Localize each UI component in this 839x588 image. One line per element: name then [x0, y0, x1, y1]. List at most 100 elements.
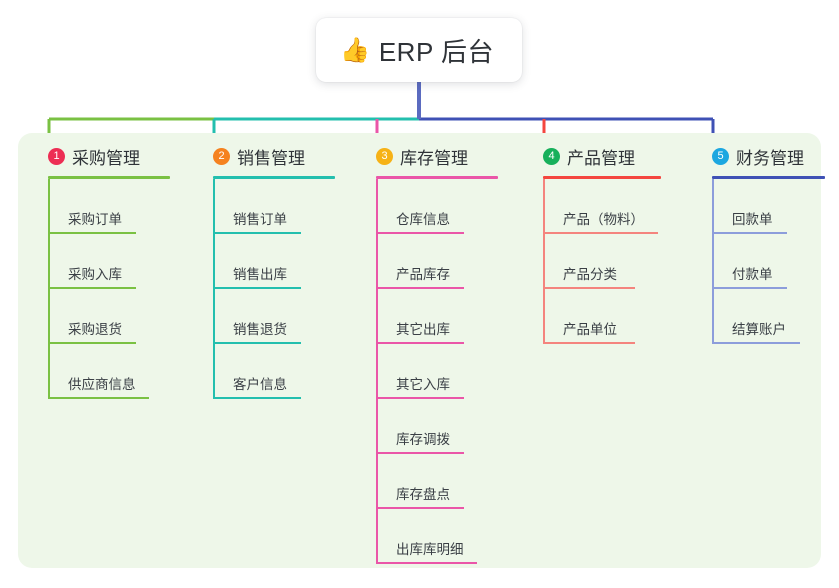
menu-item-label: 回款单 — [732, 212, 773, 227]
menu-item-underline — [213, 287, 301, 289]
menu-item-underline — [712, 342, 800, 344]
menu-item[interactable]: 采购退货 — [30, 289, 170, 344]
column-vertical-rail — [213, 179, 215, 399]
menu-item-label: 销售出库 — [233, 267, 287, 282]
menu-item-underline — [376, 287, 464, 289]
column-header-underline — [376, 176, 498, 179]
column-title: 财务管理 — [736, 148, 804, 168]
menu-item[interactable]: 产品单位 — [525, 289, 661, 344]
column-header-underline — [712, 176, 825, 179]
menu-item[interactable]: 付款单 — [694, 234, 825, 289]
column-number-badge: 5 — [712, 147, 729, 165]
menu-item[interactable]: 采购订单 — [30, 179, 170, 234]
menu-item-underline — [48, 287, 136, 289]
column-header-underline — [213, 176, 335, 179]
column-number-badge: 2 — [213, 147, 230, 165]
menu-item-underline — [48, 397, 149, 399]
menu-item-underline — [48, 342, 136, 344]
column-title: 销售管理 — [237, 148, 305, 168]
menu-item[interactable]: 采购入库 — [30, 234, 170, 289]
menu-item[interactable]: 其它入库 — [358, 344, 498, 399]
modules-panel — [18, 133, 821, 568]
column-title: 产品管理 — [567, 148, 635, 168]
menu-item[interactable]: 销售退货 — [195, 289, 335, 344]
menu-item[interactable]: 出库库明细 — [358, 509, 498, 564]
menu-item[interactable]: 供应商信息 — [30, 344, 170, 399]
column-header[interactable]: 3 库存管理 — [358, 144, 498, 168]
menu-item[interactable]: 回款单 — [694, 179, 825, 234]
column-header-underline — [543, 176, 661, 179]
menu-item[interactable]: 库存盘点 — [358, 454, 498, 509]
menu-item[interactable]: 仓库信息 — [358, 179, 498, 234]
menu-item-underline — [543, 232, 658, 234]
column-number-badge: 3 — [376, 147, 393, 165]
menu-item-underline — [543, 287, 635, 289]
menu-item-label: 采购订单 — [68, 212, 122, 227]
menu-item-underline — [376, 452, 464, 454]
menu-item-underline — [213, 397, 301, 399]
column-title: 采购管理 — [72, 148, 140, 168]
module-column: 4 产品管理产品（物料） 产品分类产品单位 — [525, 144, 661, 344]
column-title: 库存管理 — [400, 148, 468, 168]
menu-item-underline — [48, 232, 136, 234]
column-header[interactable]: 2 销售管理 — [195, 144, 335, 168]
menu-item[interactable]: 结算账户 — [694, 289, 825, 344]
column-item-list: 采购订单采购入库采购退货供应商信息 — [30, 179, 170, 399]
menu-item[interactable]: 销售订单 — [195, 179, 335, 234]
menu-item-label: 仓库信息 — [396, 212, 450, 227]
menu-item[interactable]: 客户信息 — [195, 344, 335, 399]
menu-item-label: 产品库存 — [396, 267, 450, 282]
root-node-title: ERP 后台 — [378, 36, 495, 67]
menu-item[interactable]: 产品库存 — [358, 234, 498, 289]
column-item-list: 产品（物料） 产品分类产品单位 — [525, 179, 661, 344]
menu-item-underline — [543, 342, 635, 344]
menu-item-label: 采购退货 — [68, 322, 122, 337]
menu-item-underline — [712, 232, 787, 234]
menu-item-label: 其它出库 — [396, 322, 450, 337]
menu-item-underline — [376, 562, 477, 564]
menu-item-label: 结算账户 — [732, 322, 786, 337]
column-number-badge: 4 — [543, 147, 560, 165]
column-item-list: 销售订单销售出库销售退货客户信息 — [195, 179, 335, 399]
menu-item-label: 付款单 — [732, 267, 773, 282]
column-vertical-rail — [376, 179, 378, 564]
root-node-card[interactable]: 👍 ERP 后台 — [316, 18, 522, 82]
menu-item[interactable]: 库存调拨 — [358, 399, 498, 454]
menu-item-label: 销售订单 — [233, 212, 287, 227]
menu-item-label: 采购入库 — [68, 267, 122, 282]
menu-item[interactable]: 销售出库 — [195, 234, 335, 289]
menu-item-label: 库存盘点 — [396, 487, 450, 502]
menu-item-underline — [213, 232, 301, 234]
column-item-list: 仓库信息产品库存其它出库其它入库库存调拨库存盘点出库库明细 — [358, 179, 498, 564]
menu-item-label: 销售退货 — [233, 322, 287, 337]
menu-item-label: 客户信息 — [233, 377, 287, 392]
column-header[interactable]: 5 财务管理 — [694, 144, 825, 168]
module-column: 3 库存管理仓库信息产品库存其它出库其它入库库存调拨库存盘点出库库明细 — [358, 144, 498, 564]
menu-item[interactable]: 其它出库 — [358, 289, 498, 344]
menu-item-underline — [376, 507, 464, 509]
column-item-list: 回款单付款单结算账户 — [694, 179, 825, 344]
module-column: 5 财务管理回款单付款单结算账户 — [694, 144, 825, 344]
menu-item-label: 出库库明细 — [396, 542, 464, 557]
menu-item-underline — [376, 342, 464, 344]
module-column: 2 销售管理销售订单销售出库销售退货客户信息 — [195, 144, 335, 399]
thumbs-up-icon: 👍 — [339, 36, 370, 64]
column-vertical-rail — [712, 179, 714, 344]
menu-item[interactable]: 产品（物料） — [525, 179, 661, 234]
column-header[interactable]: 4 产品管理 — [525, 144, 661, 168]
menu-item-label: 库存调拨 — [396, 432, 450, 447]
menu-item-underline — [376, 232, 464, 234]
menu-item-label: 产品分类 — [563, 267, 617, 282]
menu-item-underline — [376, 397, 464, 399]
column-vertical-rail — [543, 179, 545, 344]
menu-item-underline — [712, 287, 787, 289]
menu-item[interactable]: 产品分类 — [525, 234, 661, 289]
menu-item-label: 供应商信息 — [68, 377, 136, 392]
menu-item-label: 其它入库 — [396, 377, 450, 392]
menu-item-underline — [213, 342, 301, 344]
menu-item-label: 产品单位 — [563, 322, 617, 337]
menu-item-label: 产品（物料） — [563, 212, 644, 227]
